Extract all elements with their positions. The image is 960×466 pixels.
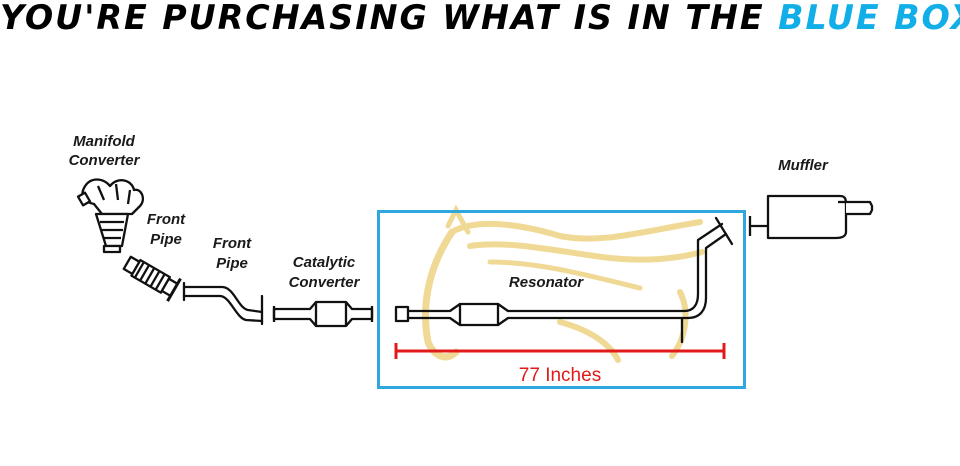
label-front-pipe-2-line-2: Pipe — [216, 255, 248, 272]
label-muffler: Muffler — [778, 157, 829, 174]
headline-highlight: BLUE BOX — [778, 0, 960, 38]
dimension-line — [394, 343, 726, 359]
headline: YOU'RE PURCHASING WHAT IS IN THE BLUE BO… — [0, 0, 960, 38]
label-manifold-converter-line-1: Manifold — [73, 133, 135, 150]
label-catalytic-converter-line-1: Catalytic — [293, 254, 356, 271]
label-manifold-converter-line-2: Converter — [69, 152, 141, 169]
resonator-pipe-part — [394, 216, 734, 344]
catalytic-converter-part — [272, 300, 374, 328]
front-pipe-1-part — [122, 255, 182, 302]
label-front-pipe-1-line-1: Front — [147, 211, 186, 228]
front-pipe-2-part — [182, 281, 264, 326]
highlight-box — [377, 210, 746, 389]
label-front-pipe-1-line-2: Pipe — [150, 231, 182, 248]
label-front-pipe-2-line-1: Front — [213, 235, 252, 252]
headline-prefix: YOU'RE PURCHASING WHAT IS IN THE — [0, 0, 779, 38]
manifold-converter-part — [76, 178, 144, 254]
dimension-label: 77 Inches — [519, 365, 601, 386]
label-resonator: Resonator — [509, 274, 584, 291]
muffler-part — [748, 194, 874, 240]
label-catalytic-converter-line-2: Converter — [289, 274, 361, 291]
